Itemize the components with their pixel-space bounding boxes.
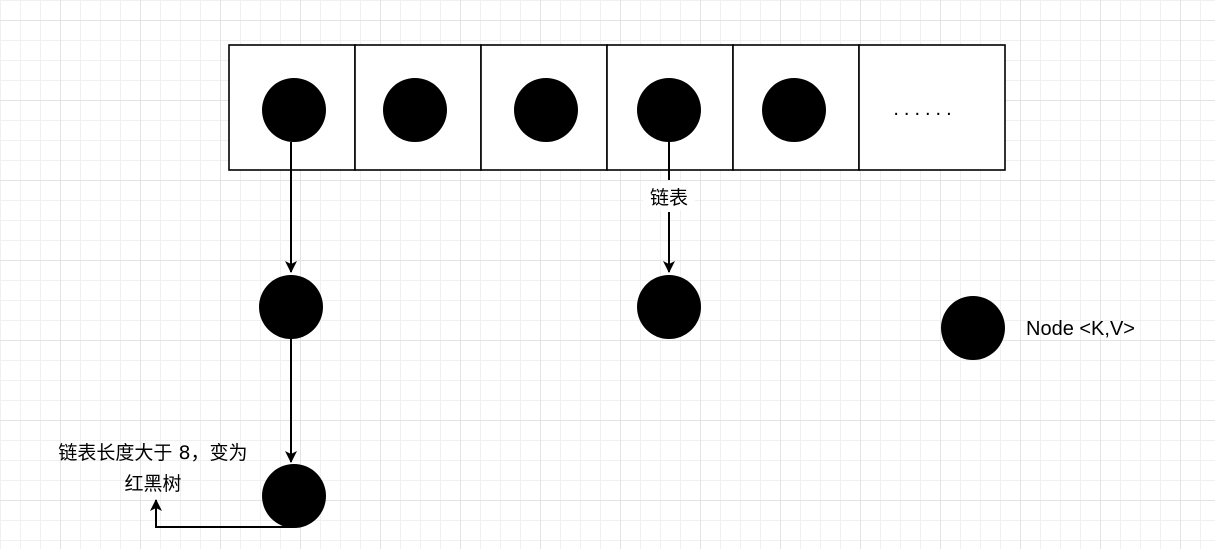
chain-label-background bbox=[643, 182, 695, 210]
bucket-array bbox=[228, 44, 1006, 171]
bucket-cell-6 bbox=[858, 44, 1006, 171]
bucket-node-icon-3 bbox=[514, 78, 578, 142]
treeify-arrow bbox=[150, 499, 294, 528]
bucket-nodes bbox=[262, 78, 826, 142]
treeify-label-line2: 红黑树 bbox=[124, 473, 181, 495]
bucket-node-icon-1 bbox=[262, 78, 326, 142]
legend-label: Node <K,V> bbox=[1026, 318, 1135, 340]
chain-label: 链表 bbox=[650, 187, 688, 209]
legend: Node <K,V> bbox=[941, 296, 1135, 360]
ellipsis-label: ...... bbox=[893, 98, 956, 120]
bucket-node-icon-5 bbox=[762, 78, 826, 142]
chain-node-icon-1 bbox=[259, 275, 323, 339]
bucket-node-icon-4 bbox=[637, 78, 701, 142]
bucket-node-icon-2 bbox=[383, 78, 447, 142]
bucket-cell-5 bbox=[732, 44, 860, 171]
chain-node-icon-4 bbox=[637, 275, 701, 339]
treeify-label-line1: 链表长度大于 8，变为 bbox=[58, 442, 247, 464]
legend-node-icon bbox=[941, 296, 1005, 360]
tree-node-icon bbox=[262, 464, 326, 528]
